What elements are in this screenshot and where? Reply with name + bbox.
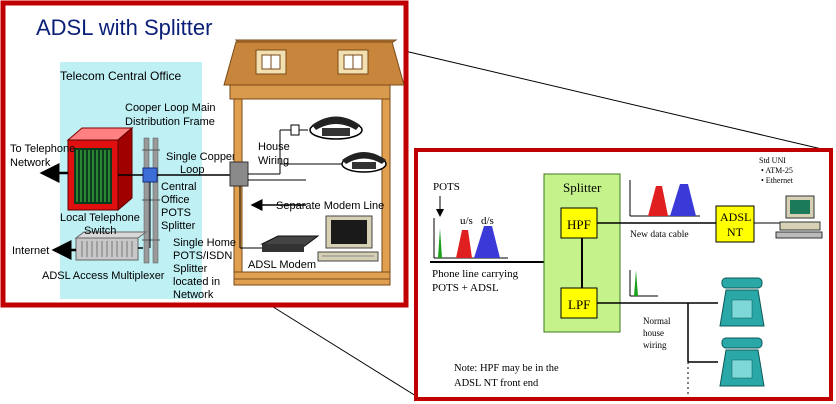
hpf-label: HPF [567,217,591,232]
house-phone-icon [309,116,363,140]
adsl-modem-icon [260,235,320,252]
adsl-nt-box [715,205,755,243]
us-label: u/s [460,215,473,227]
computer-icon [775,195,823,239]
house-phone-icon [341,152,387,173]
lpf-pots-band [634,270,638,296]
distribution-frame [142,137,160,264]
single-copper-loop-label: Single Copper Loop [166,151,239,176]
splitter-label: Splitter [563,180,602,195]
cooper-loop-frame-label: Cooper Loop Main Distribution Frame [125,102,219,128]
adsl-access-multiplexer-device [74,231,148,261]
new-data-cable-label: New data cable [630,230,689,240]
telephone-icon [719,277,765,327]
house [223,39,405,286]
left-panel-title: ADSL with Splitter [36,15,212,40]
lpf-label: LPF [568,297,590,312]
adsl-access-multiplexer-label: ADSL Access Multiplexer [42,270,165,282]
std-uni-label: Std UNI • ATM-25 • Ethernet [759,156,795,185]
hpf-box [560,207,598,239]
normal-house-wiring-label: Normal house wiring [643,316,673,350]
co-pots-splitter-label: Central Office POTS Splitter [161,181,200,232]
house-wiring-label: House Wiring [258,141,293,167]
to-telephone-network-label: To Telephone Network [10,143,78,169]
telephone-switch [66,126,134,212]
telephone-icon [719,337,765,387]
pots-label: POTS [433,181,460,193]
hpf-upstream-band [648,186,668,216]
pots-band [438,228,442,258]
single-home-splitter-label: Single Home POTS/ISDN Splitter located i… [173,237,239,301]
hpf-note: Note: HPF may be in the ADSL NT front en… [454,363,561,389]
separate-modem-line-label: Separate Modem Line [276,200,384,212]
zoom-connector-top [391,47,827,151]
central-office-label: Telecom Central Office [60,69,181,83]
local-telephone-switch-label: Local Telephone Switch [60,212,143,237]
phone-line-label: Phone line carrying POTS + ADSL [432,268,521,294]
lpf-box [560,287,598,319]
internet-label: Internet [12,245,49,257]
adsl-nt-label: ADSL NT [720,210,754,239]
downstream-band [474,226,500,258]
left-panel: ADSL with Splitter Telecom Central Offic… [0,0,409,308]
zoom-connector-bottom [261,299,417,397]
right-panel: POTS u/s d/s Phone line carrying POTS + … [414,148,833,401]
right-panel-frame [414,148,833,401]
ds-label: d/s [481,215,494,227]
adsl-modem-label: ADSL Modem [248,259,316,271]
upstream-band [456,230,472,258]
network-splitter-box [229,161,249,187]
co-splitter-box [142,167,158,183]
computer-icon [317,215,379,262]
hpf-downstream-band [670,184,696,216]
